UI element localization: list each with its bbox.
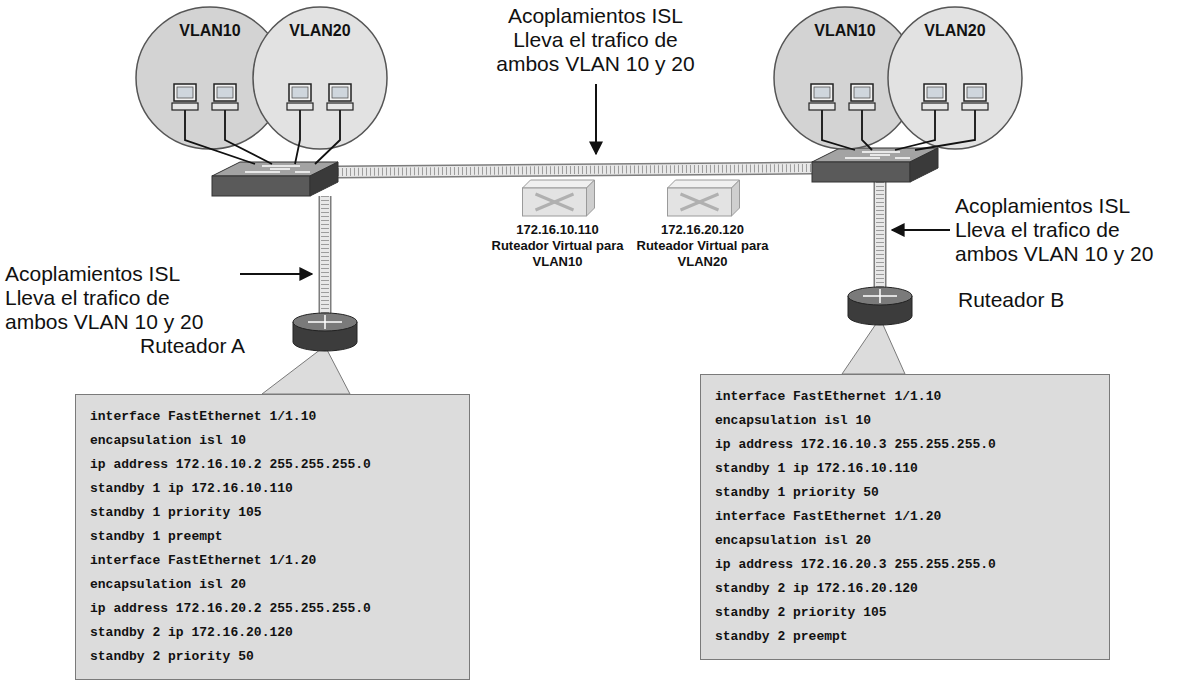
vlan-name: VLAN20 bbox=[887, 6, 1023, 40]
config-line: standby 1 priority 105 bbox=[90, 501, 455, 525]
trunk-note: Acoplamientos ISL Lleva el trafico de am… bbox=[955, 194, 1183, 266]
vlan-ellipse bbox=[253, 7, 387, 149]
callout-pointer bbox=[842, 318, 905, 374]
router-name: Ruteador A bbox=[140, 334, 280, 358]
vlan-ellipse bbox=[888, 7, 1022, 149]
router-icon bbox=[293, 313, 357, 351]
config-line: standby 2 priority 50 bbox=[90, 645, 455, 669]
config-line: interface FastEthernet 1/1.10 bbox=[715, 385, 1095, 409]
pc-icon bbox=[915, 84, 988, 150]
virtual-router-icon bbox=[668, 180, 740, 216]
callout-pointer bbox=[262, 346, 350, 394]
config-line: interface FastEthernet 1/1.20 bbox=[715, 505, 1095, 529]
config-line: encapsulation isl 20 bbox=[90, 573, 455, 597]
config-line: ip address 172.16.10.3 255.255.255.0 bbox=[715, 433, 1095, 457]
router-name: Ruteador B bbox=[958, 288, 1158, 312]
config-callout: interface FastEthernet 1/1.10encapsulati… bbox=[75, 394, 470, 680]
router-address: Ruteador Virtual para VLAN10 bbox=[490, 238, 625, 270]
config-line: standby 1 ip 172.16.10.110 bbox=[715, 457, 1095, 481]
config-line: encapsulation isl 20 bbox=[715, 529, 1095, 553]
isl-trunk bbox=[880, 182, 881, 290]
isl-trunk bbox=[325, 196, 326, 318]
vlan-ellipse: VLAN20 bbox=[887, 6, 1023, 150]
vlan-name: VLAN10 bbox=[135, 6, 285, 40]
config-line: interface FastEthernet 1/1.20 bbox=[90, 549, 455, 573]
config-line: standby 2 ip 172.16.20.120 bbox=[715, 577, 1095, 601]
pc-icon bbox=[895, 84, 948, 150]
pc-icon bbox=[287, 84, 313, 164]
config-line: standby 2 preempt bbox=[715, 625, 1095, 649]
config-line: interface FastEthernet 1/1.10 bbox=[90, 405, 455, 429]
config-line: ip address 172.16.10.2 255.255.255.0 bbox=[90, 453, 455, 477]
virtual-router-icon bbox=[523, 180, 595, 216]
pointer-arrow bbox=[595, 84, 597, 154]
virtual-router: 172.16.20.120Ruteador Virtual para VLAN2… bbox=[635, 180, 770, 274]
config-line: standby 2 ip 172.16.20.120 bbox=[90, 621, 455, 645]
pc-icon bbox=[849, 84, 875, 150]
router-address: 172.16.10.110 bbox=[490, 222, 625, 238]
vlan-name: VLAN20 bbox=[252, 6, 388, 40]
config-line: ip address 172.16.20.3 255.255.255.0 bbox=[715, 553, 1095, 577]
isl-trunk bbox=[338, 168, 812, 172]
vlan-name: VLAN10 bbox=[773, 6, 917, 40]
config-line: standby 2 priority 105 bbox=[715, 601, 1095, 625]
pc-icon bbox=[172, 84, 255, 164]
virtual-router: 172.16.10.110Ruteador Virtual para VLAN1… bbox=[490, 180, 625, 274]
config-callout: interface FastEthernet 1/1.10encapsulati… bbox=[700, 374, 1110, 660]
router-address: Ruteador Virtual para VLAN20 bbox=[635, 238, 770, 270]
switch-icon bbox=[812, 148, 938, 182]
config-line: standby 1 priority 50 bbox=[715, 481, 1095, 505]
vlan-ellipse: VLAN20 bbox=[252, 6, 388, 150]
router-icon bbox=[848, 287, 912, 325]
pc-icon bbox=[809, 84, 855, 150]
pointer-arrow bbox=[892, 229, 950, 231]
router-address: 172.16.20.120 bbox=[635, 222, 770, 238]
config-line: standby 1 ip 172.16.10.110 bbox=[90, 477, 455, 501]
config-line: encapsulation isl 10 bbox=[90, 429, 455, 453]
config-line: standby 1 preempt bbox=[90, 525, 455, 549]
config-line: encapsulation isl 10 bbox=[715, 409, 1095, 433]
pc-icon bbox=[315, 84, 353, 164]
config-line: ip address 172.16.20.2 255.255.255.0 bbox=[90, 597, 455, 621]
pointer-arrow bbox=[240, 273, 312, 275]
trunk-note: Acoplamientos ISL Lleva el trafico de am… bbox=[5, 262, 230, 334]
trunk-note: Acoplamientos ISL Lleva el trafico de am… bbox=[483, 4, 708, 76]
switch-icon bbox=[212, 162, 338, 196]
